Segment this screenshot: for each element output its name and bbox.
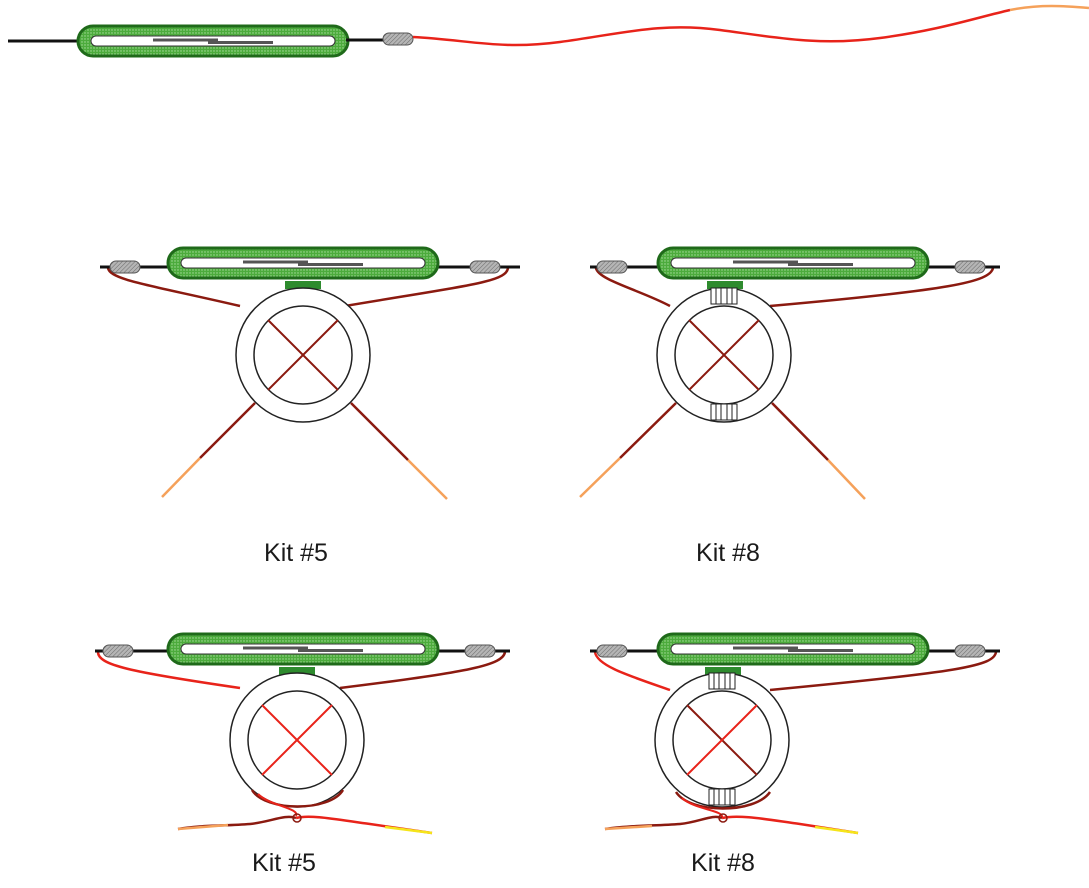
right-tail-tip — [827, 459, 866, 500]
crimp-sleeve — [382, 32, 414, 46]
kit-5-pigtail-assembly: Kit #5 — [100, 246, 520, 567]
right-wire — [769, 267, 995, 308]
top-reed-switch — [8, 4, 1089, 58]
left-wire — [593, 651, 671, 692]
reed-switch-tube — [166, 632, 440, 666]
twist-knot — [292, 813, 302, 823]
winding-diag-2 — [686, 704, 758, 776]
left-tail-wire — [619, 402, 677, 459]
left-sleeve — [102, 644, 134, 658]
kit-8-bottom-label: Kit #8 — [691, 849, 755, 877]
kit-8-label: Kit #8 — [696, 539, 760, 567]
right-wire — [339, 651, 507, 690]
right-sleeve — [464, 644, 496, 658]
left-wire — [96, 651, 241, 690]
left-sleeve — [109, 260, 141, 274]
winding-diag-2 — [261, 704, 333, 776]
left-twist-tip — [177, 823, 229, 831]
right-wire — [344, 267, 510, 308]
glue-pad — [279, 667, 315, 675]
left-wire — [594, 267, 671, 308]
top-winding-band — [710, 287, 738, 305]
left-wire — [106, 267, 241, 308]
reed-switch-tube — [166, 246, 440, 280]
twist-knot — [718, 813, 728, 823]
right-tail-tip — [407, 459, 448, 500]
glue-pad — [705, 667, 741, 675]
bottom-winding-band — [710, 403, 738, 421]
kit-8-twisted-assembly: Kit #8 — [590, 632, 1000, 877]
winding-diag-2 — [267, 319, 339, 391]
kit-8-pigtail-assembly: Kit #8 — [579, 246, 1000, 567]
right-tail-wire — [771, 402, 829, 461]
right-sleeve — [954, 644, 986, 658]
left-sleeve — [596, 260, 628, 274]
left-tail-tip — [161, 457, 201, 498]
left-tail-tip — [579, 457, 621, 498]
kit-5-twisted-assembly: Kit #5 — [95, 632, 510, 877]
winding-diag-2 — [688, 319, 760, 391]
glue-pad — [707, 281, 743, 289]
left-tail-wire — [199, 402, 256, 459]
reed-switch-tube — [76, 24, 350, 58]
glue-pad — [285, 281, 321, 289]
bottom-wrap-dark — [250, 789, 345, 808]
reed-switch-tube — [656, 632, 930, 666]
red-lead-wire — [412, 8, 1011, 47]
right-sleeve — [469, 260, 501, 274]
kit-5-label: Kit #5 — [264, 539, 328, 567]
orange-lead-tip — [1009, 4, 1089, 12]
right-twist-tip — [814, 825, 859, 835]
kit-5-bottom-label: Kit #5 — [252, 849, 316, 877]
top-winding-band — [708, 672, 736, 690]
right-tail-wire — [350, 402, 409, 461]
bottom-winding-band — [708, 788, 736, 806]
reed-switch-tube — [656, 246, 930, 280]
right-sleeve — [954, 260, 986, 274]
right-wire — [769, 651, 998, 692]
left-twist-tip — [604, 824, 653, 831]
left-sleeve — [596, 644, 628, 658]
bottom-wrap-red — [681, 797, 724, 819]
right-twist-tip — [384, 825, 433, 835]
